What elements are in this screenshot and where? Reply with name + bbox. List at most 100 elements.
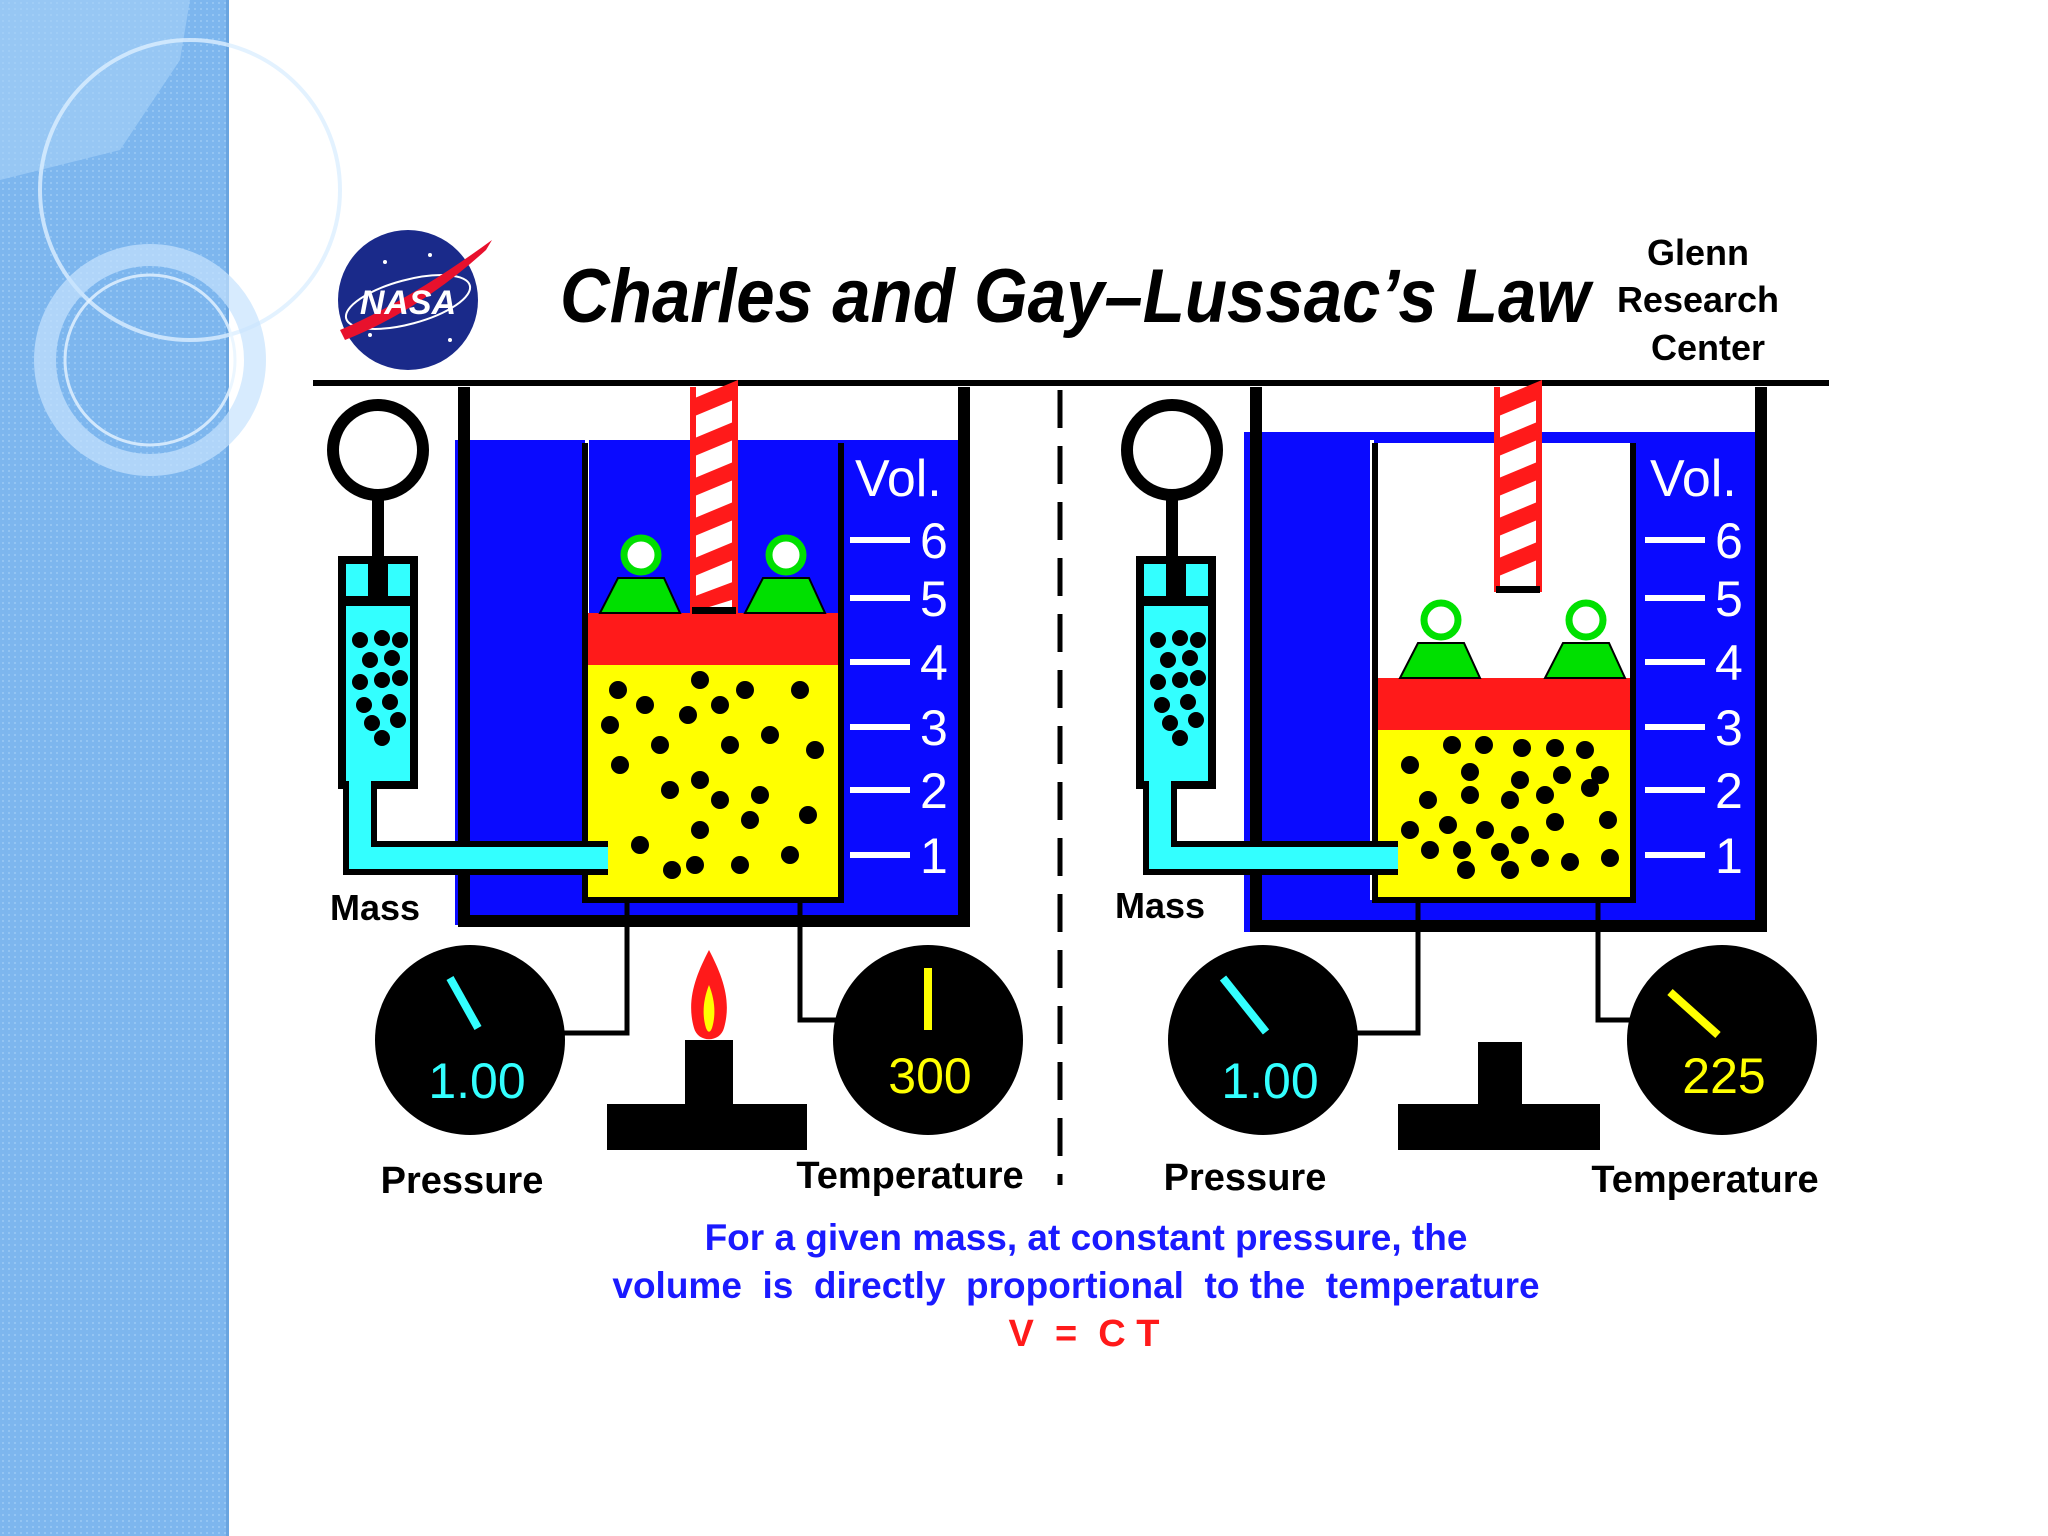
gas-molecule [661,781,679,799]
gas-molecule [1591,766,1609,784]
nasa-logo-text: NASA [360,284,456,322]
page-title: Charles and Gay–Lussac’s Law [560,254,1594,339]
mass-particle [1190,670,1206,686]
center-line-3: Center [1651,327,1765,368]
volume-tick [850,787,910,793]
mass-particle [356,697,372,713]
volume-tick [1645,724,1705,730]
volume-tick [1645,595,1705,601]
gas-molecule [1461,763,1479,781]
mass-particle [384,650,400,666]
gas-molecule [1561,853,1579,871]
volume-tick-label: 4 [920,635,948,691]
mass-particle [1162,715,1178,731]
sidebar-decoration [0,0,342,1536]
gas-molecule [691,671,709,689]
left-gas-molecules [601,671,824,879]
mass-particle [1160,652,1176,668]
mass-particle [1172,730,1188,746]
volume-tick-label: 2 [920,763,948,819]
left-mass-syringe [327,399,608,875]
right-mass-label: Mass [1115,885,1205,926]
formula: V = C T [1009,1313,1160,1355]
mass-particle [392,670,408,686]
mass-particle [392,632,408,648]
mass-particle [374,630,390,646]
left-piston [588,613,838,665]
right-pressure-gauge: 1.00 [1168,945,1358,1135]
volume-tick-label: 3 [920,700,948,756]
volume-tick-label: 1 [920,828,948,884]
volume-tick [850,724,910,730]
left-burner [607,1040,807,1150]
gas-molecule [711,791,729,809]
mass-particle [1188,712,1204,728]
mass-particle [1180,694,1196,710]
right-temperature-label: Temperature [1591,1159,1818,1201]
gas-molecule [751,786,769,804]
gas-molecule [1599,811,1617,829]
header: NASA Charles and Gay–Lussac’s Law Glenn … [313,230,1829,386]
gas-molecule [806,741,824,759]
right-pressure-label: Pressure [1164,1157,1327,1199]
right-piston-rod [1494,380,1542,593]
nasa-logo: NASA [338,230,492,370]
gas-molecule [1576,741,1594,759]
volume-tick [850,659,910,665]
mass-particle [1172,630,1188,646]
volume-tick-label: 1 [1715,828,1743,884]
gas-molecule [1476,821,1494,839]
caption: For a given mass, at constant pressure, … [612,1217,1539,1355]
gas-molecule [1511,771,1529,789]
center-line-2: Research [1617,279,1779,320]
gas-molecule [1601,849,1619,867]
gas-molecule [721,736,739,754]
volume-tick [1645,787,1705,793]
gas-molecule [791,681,809,699]
left-pressure-gauge: 1.00 [375,945,565,1135]
mass-particle [364,715,380,731]
right-temperature-value: 225 [1682,1048,1765,1104]
mass-particle [1172,672,1188,688]
left-mass-label: Mass [330,887,420,928]
gas-molecule [1443,736,1461,754]
right-piston [1378,678,1630,730]
gas-molecule [1461,786,1479,804]
left-vol-label: Vol. [855,450,942,508]
gas-molecule [1457,861,1475,879]
right-weight-2 [1543,599,1627,679]
left-piston-rod [690,380,738,614]
gas-molecule [1531,849,1549,867]
gas-molecule [609,681,627,699]
right-burner [1398,1042,1600,1150]
gas-molecule [731,856,749,874]
gas-molecule [691,771,709,789]
gas-molecule [1453,841,1471,859]
gas-molecule [611,756,629,774]
left-weight-1 [598,534,682,614]
left-pressure-value: 1.00 [428,1053,525,1109]
volume-tick [850,852,910,858]
gas-molecule [781,846,799,864]
gas-molecule [679,706,697,724]
mass-particle [1150,632,1166,648]
mass-particle [352,632,368,648]
gas-molecule [1491,843,1509,861]
gas-molecule [1513,739,1531,757]
left-temperature-gauge: 300 [833,945,1023,1135]
gas-molecule [1546,739,1564,757]
gas-molecule [1475,736,1493,754]
gas-molecule [651,736,669,754]
left-flame-icon [691,950,727,1040]
gas-molecule [1401,756,1419,774]
volume-tick-label: 5 [1715,571,1743,627]
gas-molecule [761,726,779,744]
mass-particle [374,730,390,746]
gas-molecule [1546,813,1564,831]
volume-tick [850,595,910,601]
volume-tick-label: 4 [1715,635,1743,691]
